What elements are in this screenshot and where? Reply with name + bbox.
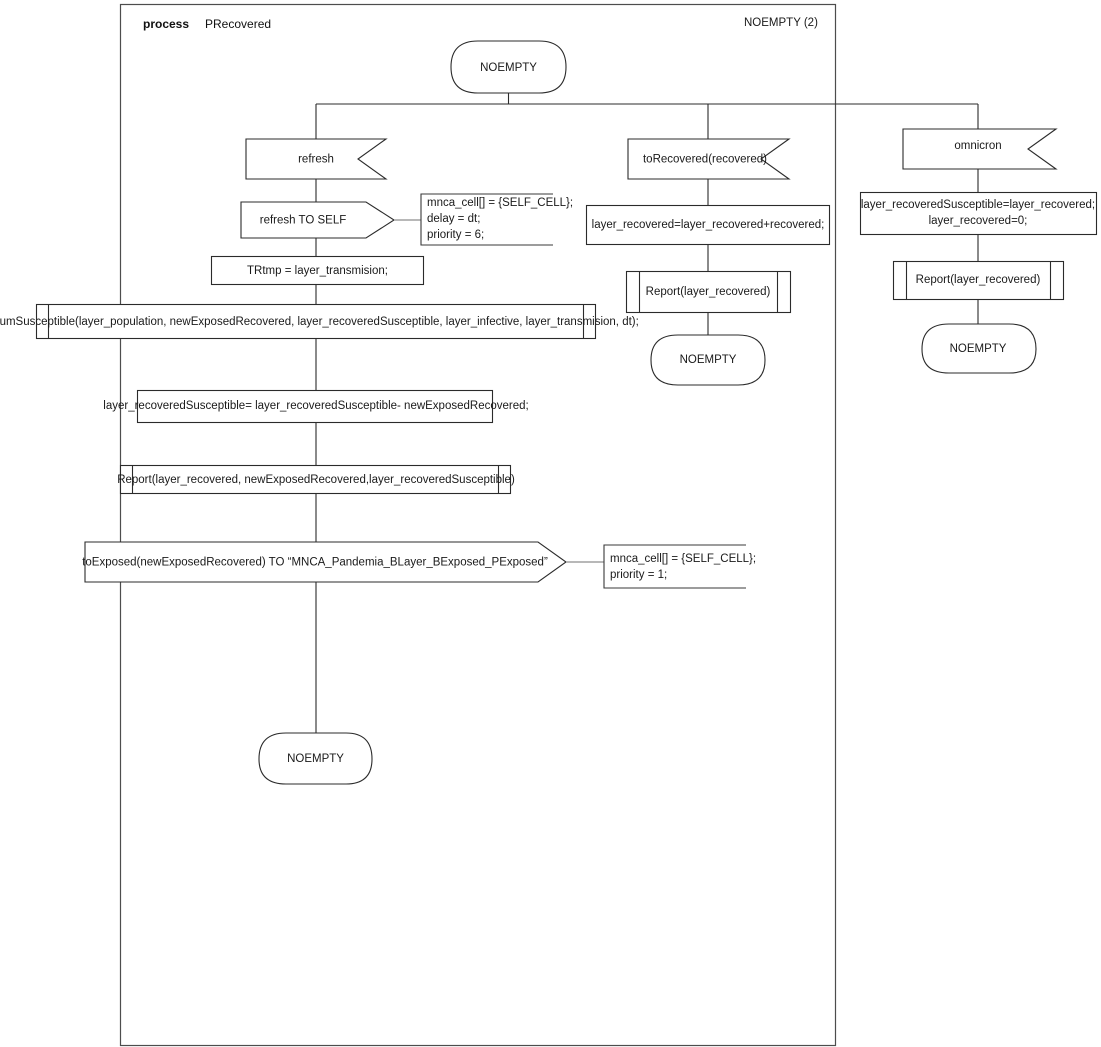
task-trtmp-label: TRtmp = layer_transmision; (247, 265, 388, 277)
input-to-recovered-label: toRecovered(recovered) (643, 154, 767, 166)
next-state-noempty-torecovered-label: NOEMPTY (680, 354, 737, 366)
comment-refresh-to-self: mnca_cell[] = {SELF_CELL}; delay = dt; p… (420, 193, 573, 246)
task-trtmp[interactable]: TRtmp = layer_transmision; (210, 255, 425, 286)
comment-line-2: delay = dt; (427, 213, 480, 225)
output-to-exposed-label: toExposed(newExposedRecovered) TO “MNCA_… (82, 557, 548, 569)
next-state-noempty-refresh-label: NOEMPTY (287, 753, 344, 765)
output-to-exposed[interactable]: toExposed(newExposedRecovered) TO “MNCA_… (82, 541, 567, 583)
procedure-call-report-left[interactable]: Report(layer_recovered, newExposedRecove… (117, 464, 515, 495)
task-omnicron-reset-line-2: layer_recovered=0; (929, 215, 1028, 227)
comment2-line-2: priority = 1; (610, 569, 667, 581)
input-to-recovered[interactable]: toRecovered(recovered) (627, 138, 791, 180)
input-omnicron[interactable]: omnicron (902, 128, 1058, 170)
next-state-noempty-refresh[interactable]: NOEMPTY (258, 732, 373, 785)
procedure-call-report-right[interactable]: Report(layer_recovered) (892, 260, 1065, 301)
task-update-recovered-susceptible[interactable]: layer_recoveredSusceptible= layer_recove… (103, 389, 529, 424)
next-state-noempty-torecovered[interactable]: NOEMPTY (650, 334, 766, 386)
next-state-noempty-omnicron-label: NOEMPTY (950, 343, 1007, 355)
state-reference-label: NOEMPTY (2) (744, 17, 818, 29)
procedure-call-report-middle[interactable]: Report(layer_recovered) (625, 270, 792, 314)
procedure-call-report-left-label: Report(layer_recovered, newExposedRecove… (117, 474, 515, 486)
next-state-noempty-omnicron[interactable]: NOEMPTY (921, 323, 1037, 374)
process-name: PRecovered (205, 17, 271, 31)
task-omnicron-reset-line-1: layer_recoveredSusceptible=layer_recover… (861, 199, 1095, 211)
procedure-call-report-middle-label: Report(layer_recovered) (646, 286, 771, 298)
procedure-call-numsusceptible[interactable]: numSusceptible(layer_population, newExpo… (0, 303, 639, 340)
start-state-label: NOEMPTY (480, 62, 537, 74)
output-refresh-to-self-label: refresh TO SELF (260, 215, 347, 227)
comment2-line-1: mnca_cell[] = {SELF_CELL}; (610, 553, 756, 565)
procedure-call-report-right-label: Report(layer_recovered) (916, 274, 1041, 286)
process-keyword: process (143, 17, 189, 31)
input-omnicron-label: omnicron (954, 140, 1001, 152)
input-refresh-label: refresh (298, 154, 334, 166)
procedure-call-numsusceptible-label: numSusceptible(layer_population, newExpo… (0, 316, 639, 328)
task-accumulate-recovered[interactable]: layer_recovered=layer_recovered+recovere… (585, 204, 831, 246)
task-accumulate-recovered-label: layer_recovered=layer_recovered+recovere… (592, 219, 825, 231)
start-state-noempty[interactable]: NOEMPTY (450, 40, 567, 94)
comment-line-3: priority = 6; (427, 229, 484, 241)
task-update-recovered-susceptible-label: layer_recoveredSusceptible= layer_recove… (103, 400, 528, 412)
comment-line-1: mnca_cell[] = {SELF_CELL}; (427, 197, 573, 209)
input-refresh[interactable]: refresh (245, 138, 388, 180)
output-refresh-to-self[interactable]: refresh TO SELF (240, 201, 396, 239)
comment-to-exposed: mnca_cell[] = {SELF_CELL}; priority = 1; (603, 544, 756, 589)
task-omnicron-reset[interactable]: layer_recoveredSusceptible=layer_recover… (859, 191, 1098, 236)
